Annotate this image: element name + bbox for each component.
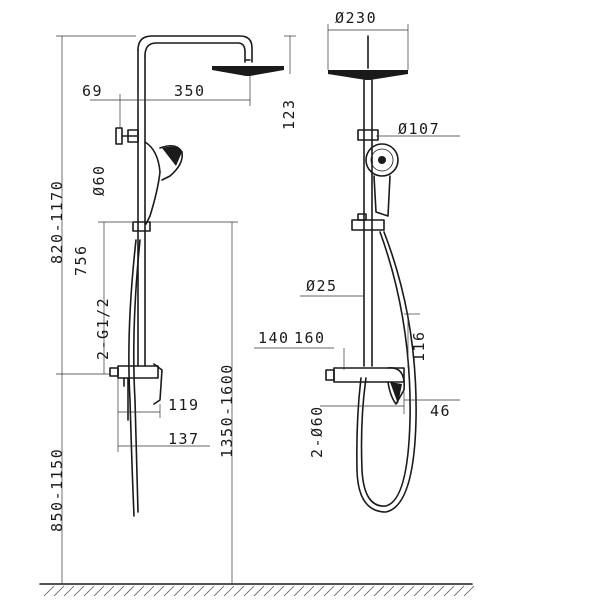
front-view	[325, 35, 417, 513]
floor-hatch	[283, 585, 295, 597]
label-front-width-a: 140	[258, 329, 290, 347]
floor-hatch	[173, 585, 185, 597]
floor-hatch	[73, 585, 85, 597]
floor-hatch	[323, 585, 335, 597]
floor-line	[39, 583, 475, 597]
label-side-depth-b: 137	[168, 430, 200, 448]
floor-hatch	[403, 585, 415, 597]
head-front	[328, 70, 408, 80]
label-side-head-height: 123	[280, 98, 298, 130]
label-front-pipe-count: 2-Ø60	[308, 405, 326, 458]
floor-hatch	[433, 585, 445, 597]
floor-hatch	[463, 585, 475, 597]
floor-hatch	[253, 585, 265, 597]
floor-hatch	[183, 585, 195, 597]
floor-hatch	[353, 585, 365, 597]
label-side-depth-a: 119	[168, 396, 200, 414]
floor-hatch	[453, 585, 465, 597]
floor-hatch	[423, 585, 435, 597]
label-side-height-slider: 756	[72, 244, 90, 276]
floor-hatch	[123, 585, 135, 597]
floor-hatch	[293, 585, 305, 597]
head-side	[212, 66, 284, 76]
label-front-height-a: 116	[410, 330, 428, 362]
label-side-diameter-plate: Ø60	[90, 164, 108, 196]
label-side-height-range: 1350-1600	[218, 363, 236, 458]
floor-hatch	[333, 585, 345, 597]
label-front-depth: 46	[430, 402, 451, 420]
label-front-diameter-handshower: Ø107	[398, 120, 440, 138]
floor-hatch	[343, 585, 355, 597]
floor-hatch	[53, 585, 65, 597]
floor-hatch	[443, 585, 455, 597]
floor-hatch	[303, 585, 315, 597]
floor-hatch	[233, 585, 245, 597]
label-front-width-b: 160	[294, 329, 326, 347]
floor-hatch	[313, 585, 325, 597]
floor-hatch	[193, 585, 205, 597]
floor-hatch	[83, 585, 95, 597]
label-side-connection: 2-G1/2	[94, 297, 112, 360]
floor-hatch	[203, 585, 215, 597]
floor-hatch	[263, 585, 275, 597]
floor-hatch	[103, 585, 115, 597]
floor-hatch	[363, 585, 375, 597]
floor-hatch	[43, 585, 55, 597]
floor-hatch	[223, 585, 235, 597]
floor-hatch	[373, 585, 385, 597]
floor-hatch	[63, 585, 75, 597]
floor-hatch	[93, 585, 105, 597]
side-dimension-lines	[56, 35, 296, 584]
floor-hatch	[133, 585, 145, 597]
dimension-labels: Ø230 Ø107 Ø25 140 160 46 116 2-Ø60 69 35…	[48, 9, 451, 532]
label-front-diameter-pipe: Ø25	[306, 277, 338, 295]
label-front-diameter-head: Ø230	[335, 9, 377, 27]
label-side-offset-a: 69	[82, 82, 103, 100]
floor-hatch	[163, 585, 175, 597]
floor-hatch	[243, 585, 255, 597]
floor-hatch	[383, 585, 395, 597]
side-view	[109, 35, 284, 517]
floor-hatch	[153, 585, 165, 597]
floor-hatch	[213, 585, 225, 597]
floor-hatch	[413, 585, 425, 597]
floor-hatch	[143, 585, 155, 597]
floor-hatch	[113, 585, 125, 597]
front-dimension-lines	[254, 24, 460, 414]
label-side-height-floor: 850-1150	[48, 448, 66, 532]
label-side-height-total: 820-1170	[48, 180, 66, 264]
floor-hatch	[273, 585, 285, 597]
handshower-front	[365, 143, 399, 217]
label-side-arm: 350	[174, 82, 206, 100]
handshower-side	[144, 141, 161, 225]
floor-hatch	[393, 585, 405, 597]
